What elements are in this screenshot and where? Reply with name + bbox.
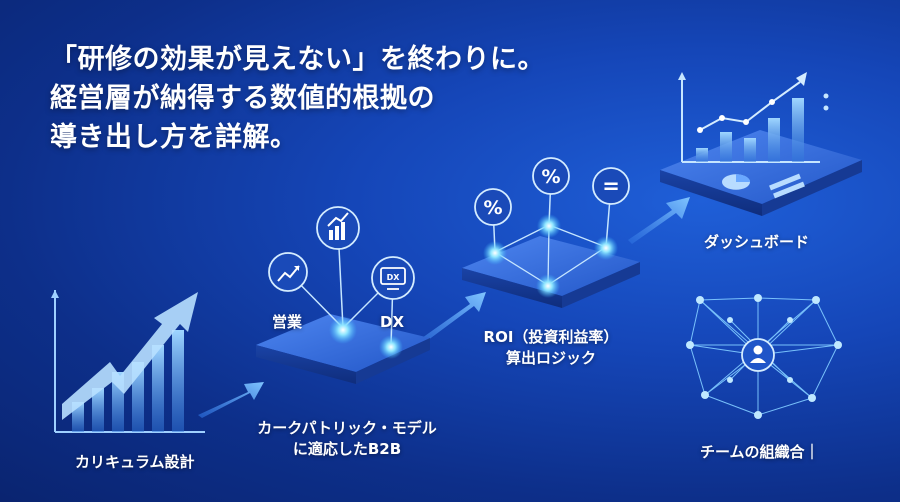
percent-icon: % <box>532 157 570 195</box>
step-curriculum-label: カリキュラム設計 <box>75 453 195 471</box>
platform-roi: % % = <box>462 157 640 308</box>
flow-arrows <box>198 197 690 418</box>
step-dashboard-label: ダッシュボード <box>704 233 810 251</box>
flow-arrow-1 <box>198 382 264 418</box>
dashboard-bar <box>768 118 780 162</box>
step-team-label: チームの組織合｜ <box>700 443 820 461</box>
headline-line-1: 「研修の効果が見えない」を終わりに。 <box>50 44 545 75</box>
node-sales-label: 営業 <box>272 313 303 331</box>
node-dx-label: DX <box>380 313 405 331</box>
team-network-nodes <box>686 294 842 419</box>
headline-line-2: 経営層が納得する数値的根拠の <box>50 83 435 114</box>
growth-bar-icon <box>316 206 360 250</box>
step-roi-label: ROI（投資利益率） 算出ロジック <box>476 327 626 369</box>
flow-arrow-2 <box>412 292 486 349</box>
chart-bar <box>92 388 104 432</box>
percent-icon: % <box>474 188 512 226</box>
chart-bar <box>172 330 184 432</box>
dashboard-bar <box>744 138 756 162</box>
headline: 「研修の効果が見えない」を終わりに。 経営層が納得する数値的根拠の 導き出し方を… <box>50 40 545 157</box>
dashboard-trend-line <box>699 81 801 131</box>
svg-text:=: = <box>602 174 620 198</box>
platform-dashboard <box>660 72 862 216</box>
dashboard-bar <box>696 148 708 162</box>
dashboard-bar <box>720 132 732 162</box>
svg-text:%: % <box>483 197 502 219</box>
step-kirkpatrick-label: カークパトリック・モデル に適応したB2B <box>252 418 442 460</box>
chart-bar <box>152 345 164 432</box>
step-kirkpatrick-line-1: カークパトリック・モデル <box>257 419 437 437</box>
step-roi-line-1: ROI（投資利益率） <box>483 328 619 346</box>
sales-chart-icon <box>268 252 308 292</box>
trend-arrow <box>62 292 198 420</box>
dx-monitor-icon: DX <box>371 256 415 300</box>
dx-icon-text: DX <box>387 273 401 282</box>
dashboard-bar <box>792 98 804 162</box>
step-kirkpatrick-line-2: に適応したB2B <box>292 440 402 458</box>
flow-arrow-3 <box>628 197 690 244</box>
person-icon <box>741 338 775 372</box>
pie-chart-icon <box>722 174 750 190</box>
step-roi-line-2: 算出ロジック <box>505 349 596 367</box>
headline-line-3: 導き出し方を詳解。 <box>50 122 298 153</box>
equals-icon: = <box>592 167 630 205</box>
growth-chart-graphic <box>51 290 205 433</box>
svg-text:%: % <box>541 166 560 188</box>
platform-kirkpatrick: DX <box>256 206 430 384</box>
